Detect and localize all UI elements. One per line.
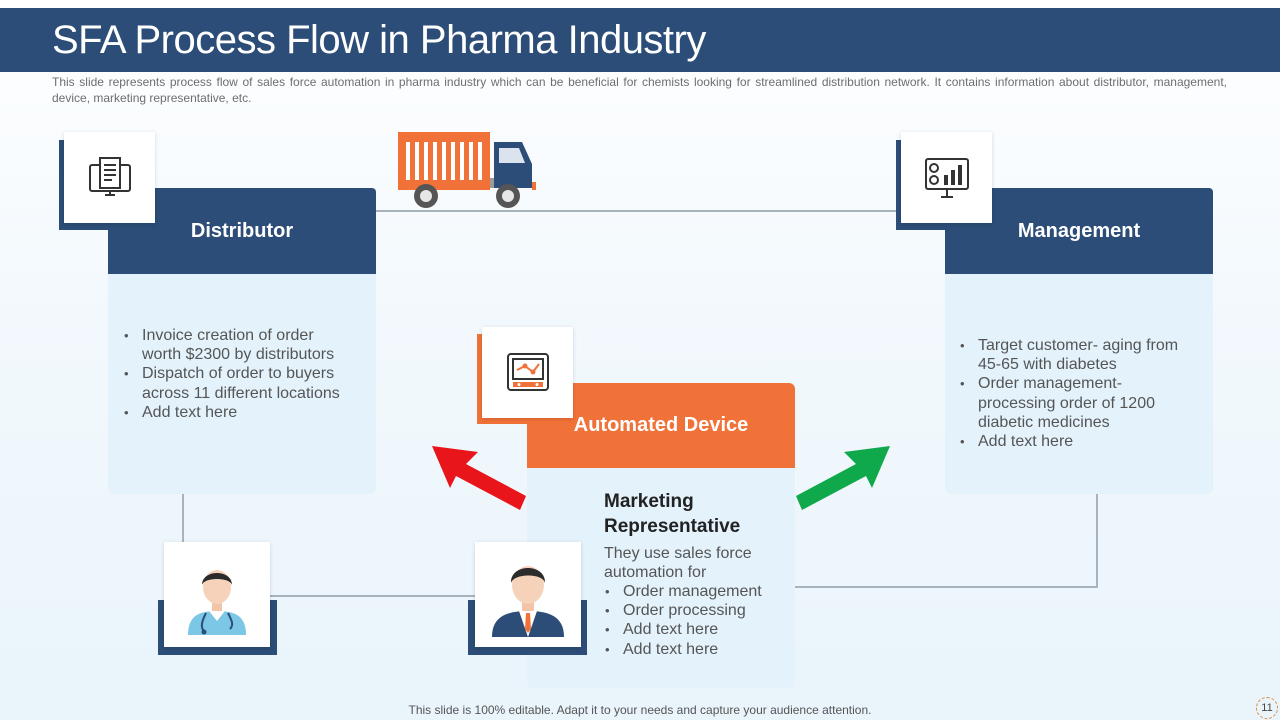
page-number: 11 [1256, 697, 1278, 719]
distributor-icon-box [64, 132, 155, 223]
truck-icon [398, 132, 536, 208]
connector-left-vertical [182, 494, 184, 544]
green-arrow-icon [796, 446, 890, 510]
slide-subtitle: This slide represents process flow of sa… [52, 75, 1227, 105]
doctor-avatar-icon [188, 569, 246, 635]
list-item: Order management [605, 582, 783, 601]
connector-bottom-left [270, 595, 475, 597]
doctor-avatar-box [164, 542, 270, 647]
distributor-title: Distributor [190, 219, 294, 242]
list-item: Invoice creation of order worth $2300 by… [124, 326, 352, 364]
businessman-avatar-icon [492, 565, 564, 637]
marketing-intro: They use sales force automation for [604, 545, 752, 582]
red-arrow-icon [432, 446, 526, 510]
list-item: Add text here [605, 620, 783, 639]
connector-right-vertical [1096, 494, 1098, 588]
footer-note: This slide is 100% editable. Adapt it to… [408, 703, 872, 717]
list-item: Add text here [605, 640, 783, 659]
document-monitor-icon [88, 156, 131, 196]
connector-bottom-right [795, 586, 1098, 588]
list-item: Target customer- aging from 45-65 with d… [960, 336, 1188, 374]
analytics-dashboard-icon [924, 157, 969, 198]
list-item: Dispatch of order to buyers across 11 di… [124, 364, 352, 402]
management-text: Target customer- aging from 45-65 with d… [958, 336, 1188, 451]
device-title: Automated Device [573, 414, 749, 436]
device-screen-icon [506, 352, 549, 391]
list-item: Order processing [605, 601, 783, 620]
list-item: Add text here [124, 403, 352, 422]
marketing-text: Order management Order processing Add te… [603, 582, 783, 659]
connector-top [376, 210, 896, 212]
management-title: Management [1017, 219, 1141, 242]
slide-title: SFA Process Flow in Pharma Industry [52, 18, 706, 62]
device-icon-box [482, 327, 573, 418]
distributor-text: Invoice creation of order worth $2300 by… [122, 326, 352, 422]
title-bar: SFA Process Flow in Pharma Industry [0, 8, 1280, 72]
rep-avatar-box [475, 542, 581, 647]
management-icon-box [901, 132, 992, 223]
list-item: Order management- processing order of 12… [960, 374, 1188, 432]
marketing-title: Marketing Representative [604, 491, 741, 537]
list-item: Add text here [960, 432, 1188, 451]
